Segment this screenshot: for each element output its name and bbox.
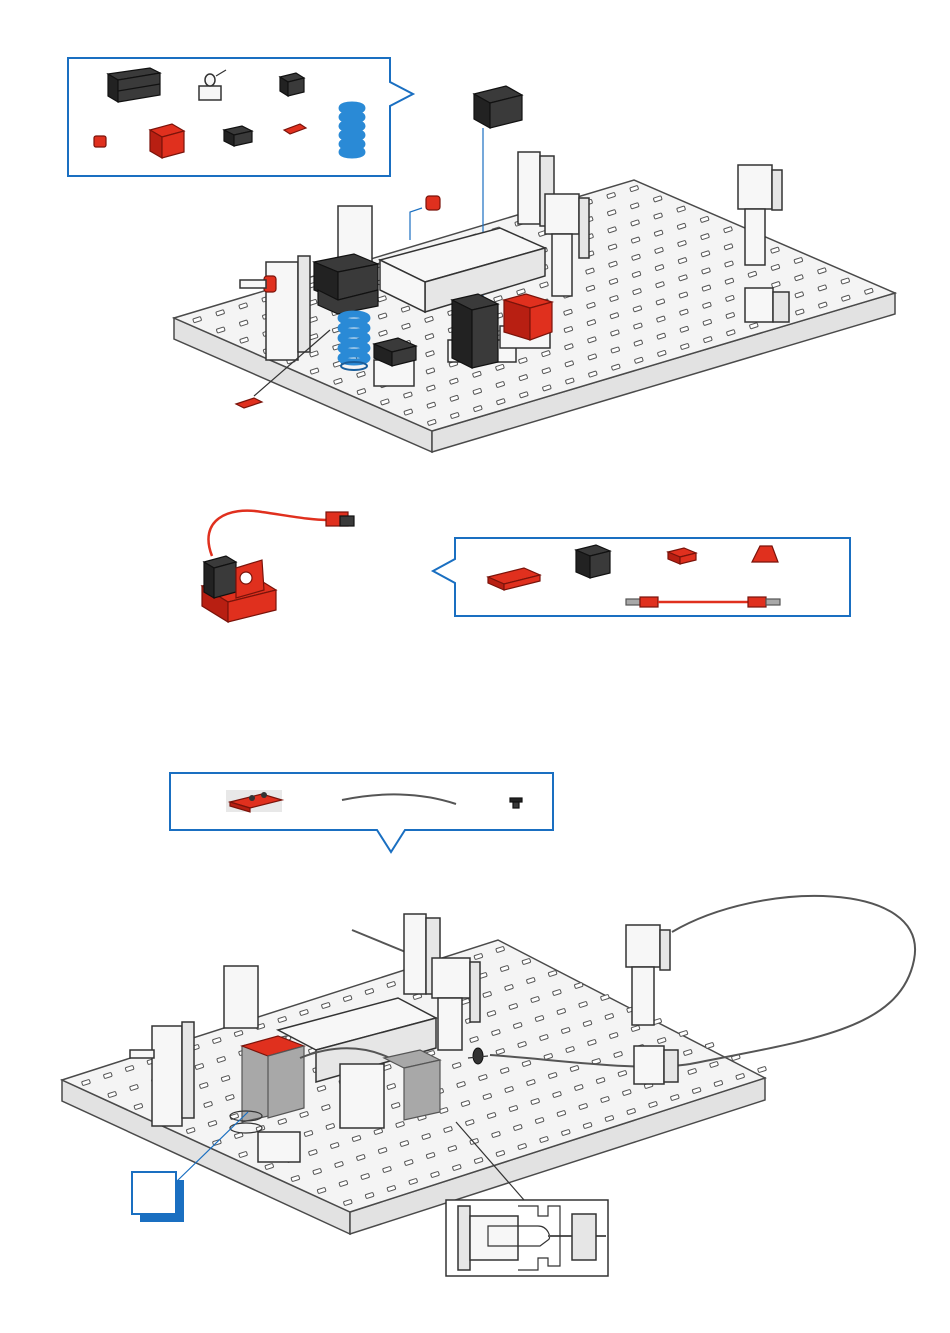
red-block-pair xyxy=(500,294,552,348)
black-block-on-base xyxy=(374,338,416,386)
model-step-2 xyxy=(62,896,915,1276)
sub-assembly-cable-unit xyxy=(202,511,354,622)
small-holder-right-2 xyxy=(634,1046,678,1084)
small-holder-right-front xyxy=(745,288,789,322)
black-block-30-part xyxy=(108,68,160,102)
black-block-15-part xyxy=(280,73,304,96)
pillar-holder-right-2 xyxy=(626,925,670,1025)
red-small-block-part xyxy=(668,548,696,564)
cable-with-plugs-part xyxy=(626,597,780,607)
black-block-stack xyxy=(314,254,378,314)
blue-spring-part xyxy=(342,105,362,155)
black-plug-part xyxy=(510,798,522,808)
red-bushing-part xyxy=(94,136,106,147)
red-plate-part xyxy=(488,568,540,590)
model-step-1 xyxy=(174,86,895,452)
baseplate-hole xyxy=(705,1042,714,1048)
baseplate-hole xyxy=(679,1030,688,1036)
red-connector-part xyxy=(284,124,306,134)
baseplate-hole xyxy=(758,1066,767,1072)
pneumatic-tube-part xyxy=(342,794,456,804)
lamp-socket-part xyxy=(199,70,226,100)
parts-callout-3 xyxy=(170,773,553,852)
red-bushing-floating xyxy=(410,196,440,240)
black-double-block-part xyxy=(576,545,610,578)
parts-callout-1 xyxy=(68,58,413,176)
red-plate-with-pins-part xyxy=(226,790,282,812)
blue-spring-installed xyxy=(341,314,367,370)
parts-callout-2 xyxy=(433,538,850,616)
black-small-block-part xyxy=(224,126,252,146)
red-block-part xyxy=(150,124,184,158)
red-angle-block-part xyxy=(752,546,778,562)
